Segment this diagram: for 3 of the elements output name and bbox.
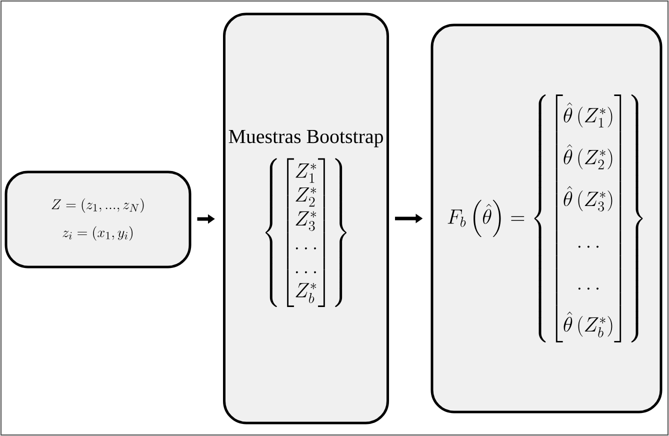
- rounded-box: $F_{b}\left(\hat{\theta}\right)=\left\{\begin{bmatrix}\hat{\theta}\left(Z^{*}_{1}\right)\\ \hat{\theta}\left(Z^{*}_{2}\right)\\ \hat{\theta}\left(Z^{*}_{3}\right)\\ \ldots\\ \ldots\\ \hat{\theta}\left(Z^{*}_{b}\right)\end{bmatrix}\right\}$: [430, 24, 662, 414]
- rounded-box: $Z=(z_{1},...,z_{N})$ $z_{i}=(x_{1},y_{i})$: [4, 170, 192, 268]
- rounded-box: Muestras Bootstrap $\left\{\begin{bmatrix}Z^{*}_{1}\\ Z^{*}_{2}\\ Z^{*}_{3}\\ \ldots\\ \ldots\\ Z^{*}_{b}\end{bmatrix}\right\}$: [223, 12, 389, 424]
